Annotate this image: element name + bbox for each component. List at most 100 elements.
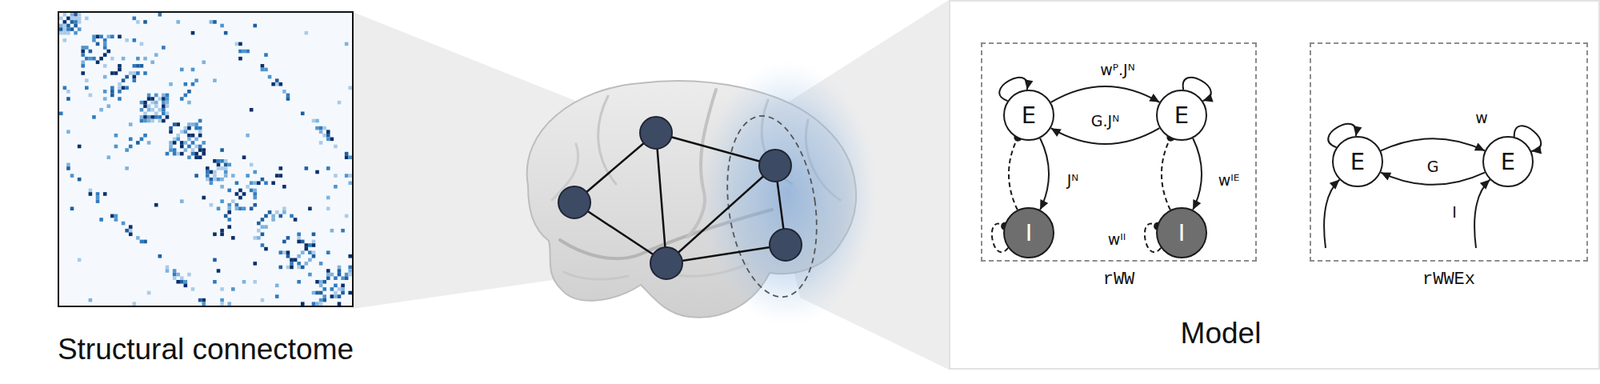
matrix-cell [271,217,276,222]
population-letter: I [1025,221,1033,245]
network-links [574,132,786,264]
matrix-cell [184,284,188,288]
matrix-cell [114,214,119,219]
matrix-cell [319,301,324,306]
connector-line [1008,138,1018,211]
matrix-cell [282,210,287,215]
matrix-cell [252,24,257,28]
matrix-cell [198,119,203,124]
matrix-cell [143,133,148,138]
matrix-cell [333,294,338,299]
matrix-cell [205,170,210,175]
matrix-cell [275,78,280,83]
matrix-cell [161,96,166,101]
matrix-cell [249,188,254,193]
matrix-cell [286,250,291,255]
matrix-cell [66,24,71,28]
matrix-cell [99,34,104,39]
matrix-cell [77,27,82,32]
matrix-cell [337,268,342,273]
matrix-cell [271,82,276,87]
matrix-cell [216,159,221,164]
matrix-cell [147,140,152,145]
matrix-cell [77,258,82,263]
matrix-cell [147,93,152,98]
matrix-cell [84,16,89,21]
population-letter: E [1500,150,1516,174]
matrix-cell [289,214,294,219]
matrix-cell [136,64,140,68]
matrix-frame [58,12,353,307]
matrix-cell [124,38,129,43]
matrix-cell [326,166,331,171]
matrix-cell [235,42,240,47]
matrix-cell [201,148,206,152]
matrix-cell [140,64,144,68]
matrix-cell [172,272,177,277]
matrix-cell [161,100,166,105]
matrix-cell [150,100,155,105]
matrix-cell [201,140,206,145]
matrix-cell [132,301,137,306]
matrix-cell [187,272,192,277]
matrix-ground [58,12,353,307]
matrix-cell [264,52,268,57]
matrix-cell [103,52,108,57]
excitatory-population: E [1332,136,1384,188]
matrix-cell [121,78,126,83]
matrix-cell [264,247,268,252]
matrix-cell [63,12,68,17]
matrix-cell [121,86,126,91]
matrix-cell [194,155,199,160]
matrix-cell [220,298,224,303]
input-arrow [1324,180,1340,248]
matrix-cell [70,16,75,21]
matrix-cell [326,133,331,138]
matrix-cell [264,180,268,185]
matrix-cell [128,144,133,149]
matrix-cell [227,224,232,229]
matrix-cell [337,287,342,292]
matrix-cell [286,254,291,259]
matrix-cell [216,177,221,182]
matrix-cell [88,56,93,61]
matrix-cell [205,166,210,171]
matrix-cell [216,166,221,171]
matrix-cell [140,137,144,142]
matrix-cell [220,24,224,28]
matrix-cell [121,56,126,61]
connector [1380,138,1485,151]
matrix-cell [154,52,159,57]
matrix-cell [326,196,331,200]
matrix-cell [158,119,163,124]
matrix-cell [319,126,324,131]
matrix-cell [333,276,338,280]
connector-line [1192,138,1202,211]
population-letter: E [1350,150,1365,174]
matrix-cell [165,265,170,270]
matrix-cell [271,180,276,185]
matrix-cell [88,188,93,193]
matrix-cell [348,265,352,270]
matrix-cell [158,254,163,259]
matrix-cell [117,64,122,68]
matrix-cell [260,298,265,303]
matrix-cell [194,78,199,83]
matrix-cell [147,115,152,120]
matrix-cell [330,228,335,233]
matrix-cell [216,163,221,168]
matrix-cell [209,203,214,208]
matrix-cell [184,126,188,131]
matrix-cell [161,104,166,108]
matrix-cell [315,170,320,175]
matrix-cell [110,56,115,61]
matrix-cell [333,144,338,149]
matrix-cell [191,152,196,156]
arrow-head [1380,172,1392,181]
matrix-cell [70,27,75,32]
arrow-head [1329,180,1340,190]
matrix-cell [348,173,352,178]
matrix-cell [249,163,254,168]
matrix-cell [227,217,232,222]
matrix-cell [212,232,217,237]
